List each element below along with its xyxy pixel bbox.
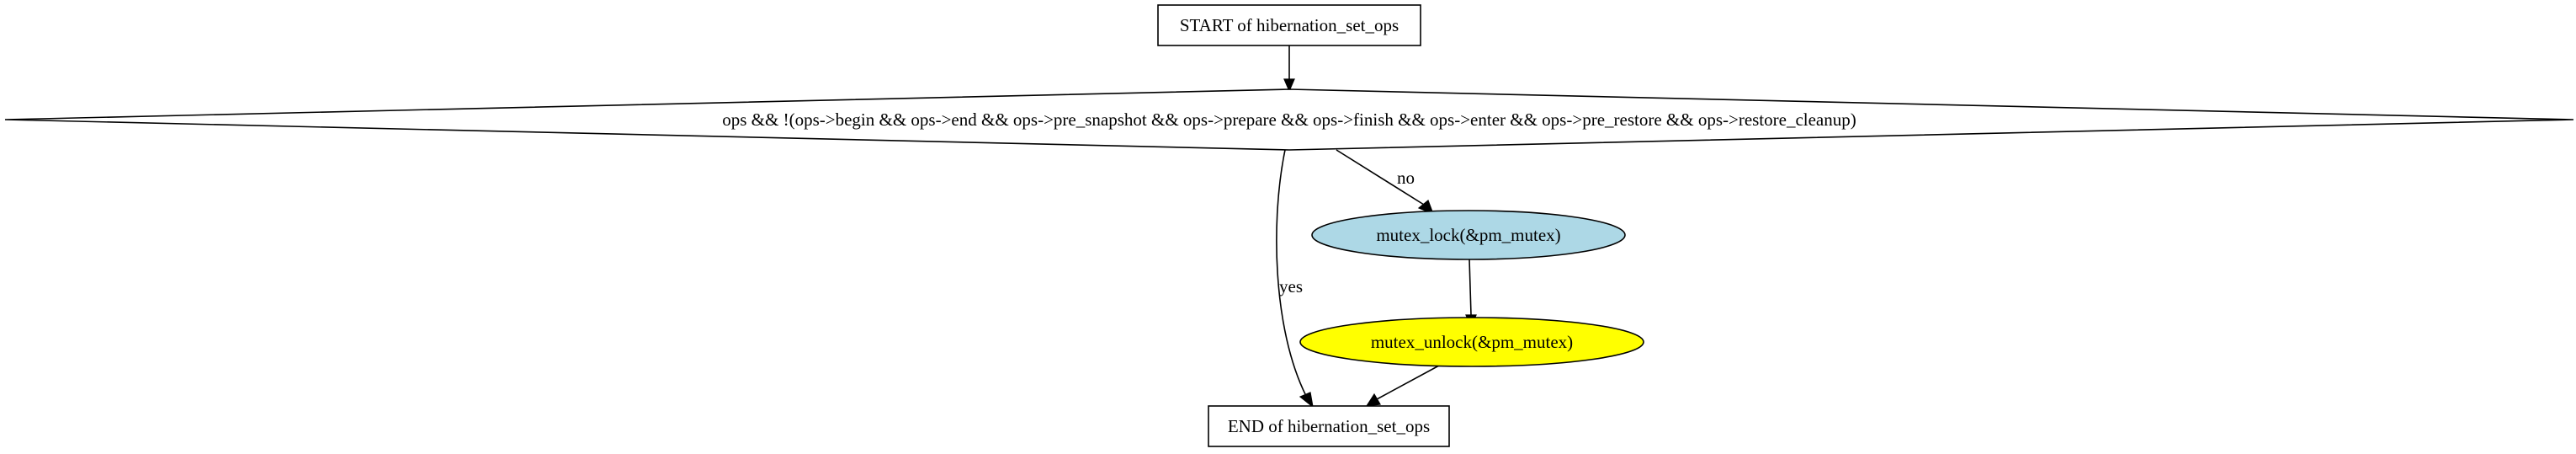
edge-unlock-to-end [1365,365,1440,407]
unlock-node-label: mutex_unlock(&pm_mutex) [1371,332,1573,352]
edge-start-to-condition [1283,45,1295,93]
condition-node-label: ops && !(ops->begin && ops->end && ops->… [722,109,1856,130]
lock-node: mutex_lock(&pm_mutex) [1311,210,1626,260]
edge-condition-to-lock: no [1336,149,1435,216]
start-node: START of hibernation_set_ops [1157,4,1421,46]
start-node-label: START of hibernation_set_ops [1180,15,1399,35]
edge-label-yes: yes [1279,276,1303,296]
edge-label-no: no [1397,168,1415,188]
end-node: END of hibernation_set_ops [1208,405,1450,447]
unlock-node: mutex_unlock(&pm_mutex) [1299,317,1644,367]
condition-node: ops && !(ops->begin && ops->end && ops->… [4,88,2574,151]
edge-lock-to-unlock [1465,259,1477,328]
end-node-label: END of hibernation_set_ops [1228,416,1430,436]
edge-condition-to-end: yes [1276,149,1314,409]
lock-node-label: mutex_lock(&pm_mutex) [1376,225,1560,245]
